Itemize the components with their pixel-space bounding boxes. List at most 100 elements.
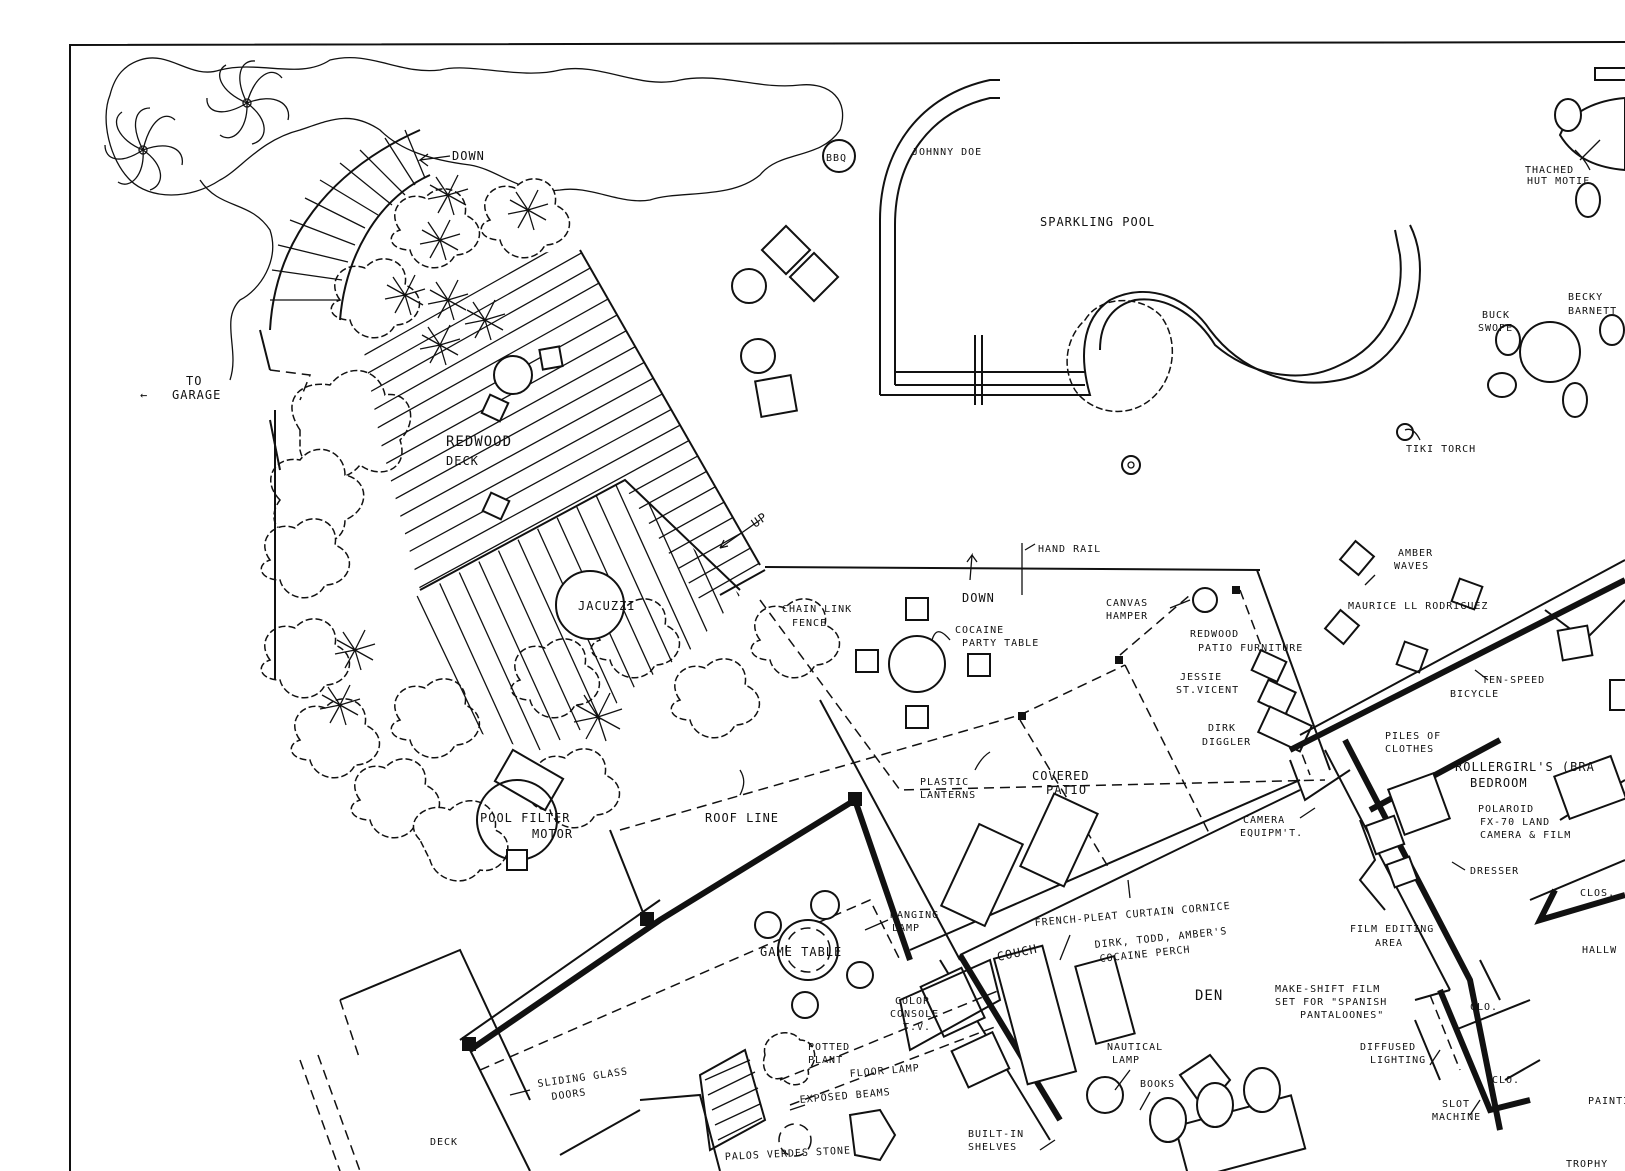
label-color-console-1: COLOR [895, 996, 930, 1007]
label-polaroid-1: POLAROID [1478, 804, 1534, 815]
label-canvas-hamper-2: HAMPER [1106, 611, 1148, 622]
label-buck-1: BUCK [1482, 310, 1510, 321]
label-covered-patio-1: COVERED [1032, 769, 1090, 783]
label-cocaine-table-1: COCAINE [955, 625, 1004, 636]
label-hallway: HALLW [1582, 945, 1617, 956]
shrub-mass-left [260, 178, 841, 882]
amber-area-seating [1323, 539, 1484, 674]
label-redwood-furniture-2: PATIO FURNITURE [1198, 643, 1303, 654]
label-pool-filter-2: MOTOR [532, 827, 573, 841]
label-trophy: TROPHY [1566, 1159, 1608, 1170]
label-bbq: BBQ [826, 153, 847, 164]
label-sliding-glass-2: DOORS [551, 1087, 587, 1103]
label-redwood-deck-2: DECK [446, 454, 479, 468]
label-clo-2: CLO. [1492, 1075, 1520, 1086]
label-covered-patio-2: PATIO [1046, 783, 1087, 797]
label-rollergirl-2: BEDROOM [1470, 776, 1528, 790]
garage-walkway [259, 329, 312, 680]
label-nautical-lamp-2: LAMP [1112, 1055, 1140, 1066]
label-makeshift-2: SET FOR "SPANISH [1275, 997, 1387, 1008]
label-game-table: GAME TABLE [760, 945, 842, 959]
label-cocaine-table-2: PARTY TABLE [962, 638, 1039, 649]
label-film-editing-1: FILM EDITING [1350, 924, 1434, 935]
label-nautical-lamp-1: NAUTICAL [1107, 1042, 1163, 1053]
label-color-console-2: CONSOLE [890, 1009, 939, 1020]
label-clo-1: CLO. [1470, 1002, 1498, 1013]
pool-side-furniture [731, 224, 840, 419]
label-makeshift-1: MAKE-SHIFT FILM [1275, 984, 1380, 995]
label-amber-2: WAVES [1394, 561, 1429, 572]
label-color-console-3: T.V. [903, 1022, 931, 1033]
drawing-frame [69, 41, 1625, 1171]
label-thatched-2: HUT MOTIF [1527, 176, 1590, 187]
arrow-left-icon: ← [140, 388, 148, 402]
label-ten-speed-2: BICYCLE [1450, 689, 1499, 700]
sparkling-pool [822, 79, 1422, 475]
pool-filter-motor [476, 748, 565, 871]
label-den: DEN [1195, 988, 1223, 1004]
plan-labels: DOWN TO GARAGE ← REDWOOD DECK JACUZZI UP… [140, 147, 1625, 1170]
label-camera-1: CAMERA [1243, 815, 1285, 826]
label-tiki-torch: TIKI TORCH [1406, 444, 1476, 455]
label-becky-1: BECKY [1568, 292, 1603, 303]
label-jacuzzi: JACUZZI [578, 599, 636, 613]
label-makeshift-3: PANTALOONES" [1300, 1010, 1384, 1021]
label-down-patio: DOWN [962, 591, 995, 605]
label-hanging-lamp-1: HANGING [890, 910, 939, 921]
label-jessie-2: ST.VICENT [1176, 685, 1239, 696]
label-palos-verdes: PALOS VERDES STONE [725, 1145, 852, 1163]
label-johnny-doe: JOHNNY DOE [912, 147, 982, 158]
label-plastic-lanterns-2: LANTERNS [920, 790, 976, 801]
label-built-in-2: SHELVES [968, 1142, 1017, 1153]
label-redwood-furniture-1: REDWOOD [1190, 629, 1239, 640]
label-chain-link-1: CHAIN LINK [782, 604, 852, 615]
label-to-garage-2: GARAGE [172, 388, 221, 402]
label-piles-1: PILES OF [1385, 731, 1441, 742]
label-thatched-1: THACHED [1525, 165, 1574, 176]
label-painting: PAINTI [1588, 1096, 1625, 1107]
label-sparkling-pool: SPARKLING POOL [1040, 215, 1155, 229]
label-exposed-beams: EXPOSED BEAMS [799, 1087, 891, 1106]
label-down-stairs: DOWN [452, 149, 485, 163]
label-potted-plant-1: POTTED [808, 1042, 850, 1053]
label-books: BOOKS [1140, 1079, 1175, 1090]
label-floor-lamp: FLOOR LAMP [849, 1063, 920, 1080]
label-ten-speed-1: TEN-SPEED [1482, 675, 1545, 686]
label-film-editing-2: AREA [1375, 938, 1403, 949]
label-dirk-1: DIRK [1208, 723, 1236, 734]
label-chain-link-2: FENCE [792, 618, 827, 629]
label-roof-line: ROOF LINE [705, 811, 779, 825]
flower-tree-1 [104, 107, 183, 191]
covered-patio [619, 543, 1331, 961]
label-deck: DECK [430, 1137, 458, 1148]
label-plastic-lanterns-1: PLASTIC [920, 777, 969, 788]
label-sliding-glass-1: SLIDING GLASS [537, 1066, 629, 1090]
label-hanging-lamp-2: LAMP [892, 923, 920, 934]
label-amber-1: AMBER [1398, 548, 1433, 559]
tree-canopy-top [105, 56, 844, 381]
label-maurice: MAURICE LL RODRIGUEZ [1348, 601, 1488, 612]
label-to-garage-1: TO [186, 374, 202, 388]
jacuzzi-deck [410, 478, 741, 760]
label-pool-filter-1: POOL FILTER [480, 811, 570, 825]
label-diffused-2: LIGHTING [1370, 1055, 1426, 1066]
label-slot-2: MACHINE [1432, 1112, 1481, 1123]
label-hand-rail: HAND RAIL [1038, 544, 1101, 555]
label-jessie-1: JESSIE [1180, 672, 1222, 683]
curved-stair [269, 129, 431, 331]
label-becky-2: BARNETT [1568, 306, 1617, 317]
label-polaroid-2: FX-70 LAND [1480, 817, 1550, 828]
label-camera-2: EQUIPM'T. [1240, 828, 1303, 839]
flower-tree-2 [206, 60, 290, 145]
label-piles-2: CLOTHES [1385, 744, 1434, 755]
label-clos: CLOS. [1580, 888, 1615, 899]
label-dirk-2: DIGGLER [1202, 737, 1251, 748]
label-buck-2: SWOPE [1478, 323, 1513, 334]
label-built-in-1: BUILT-IN [968, 1129, 1024, 1140]
party-guests [1396, 314, 1625, 441]
label-potted-plant-2: PLANT [808, 1055, 843, 1066]
label-dresser: DRESSER [1470, 866, 1519, 877]
thatched-hut [1554, 67, 1625, 218]
label-polaroid-3: CAMERA & FILM [1480, 830, 1571, 841]
label-slot-1: SLOT [1442, 1099, 1470, 1110]
